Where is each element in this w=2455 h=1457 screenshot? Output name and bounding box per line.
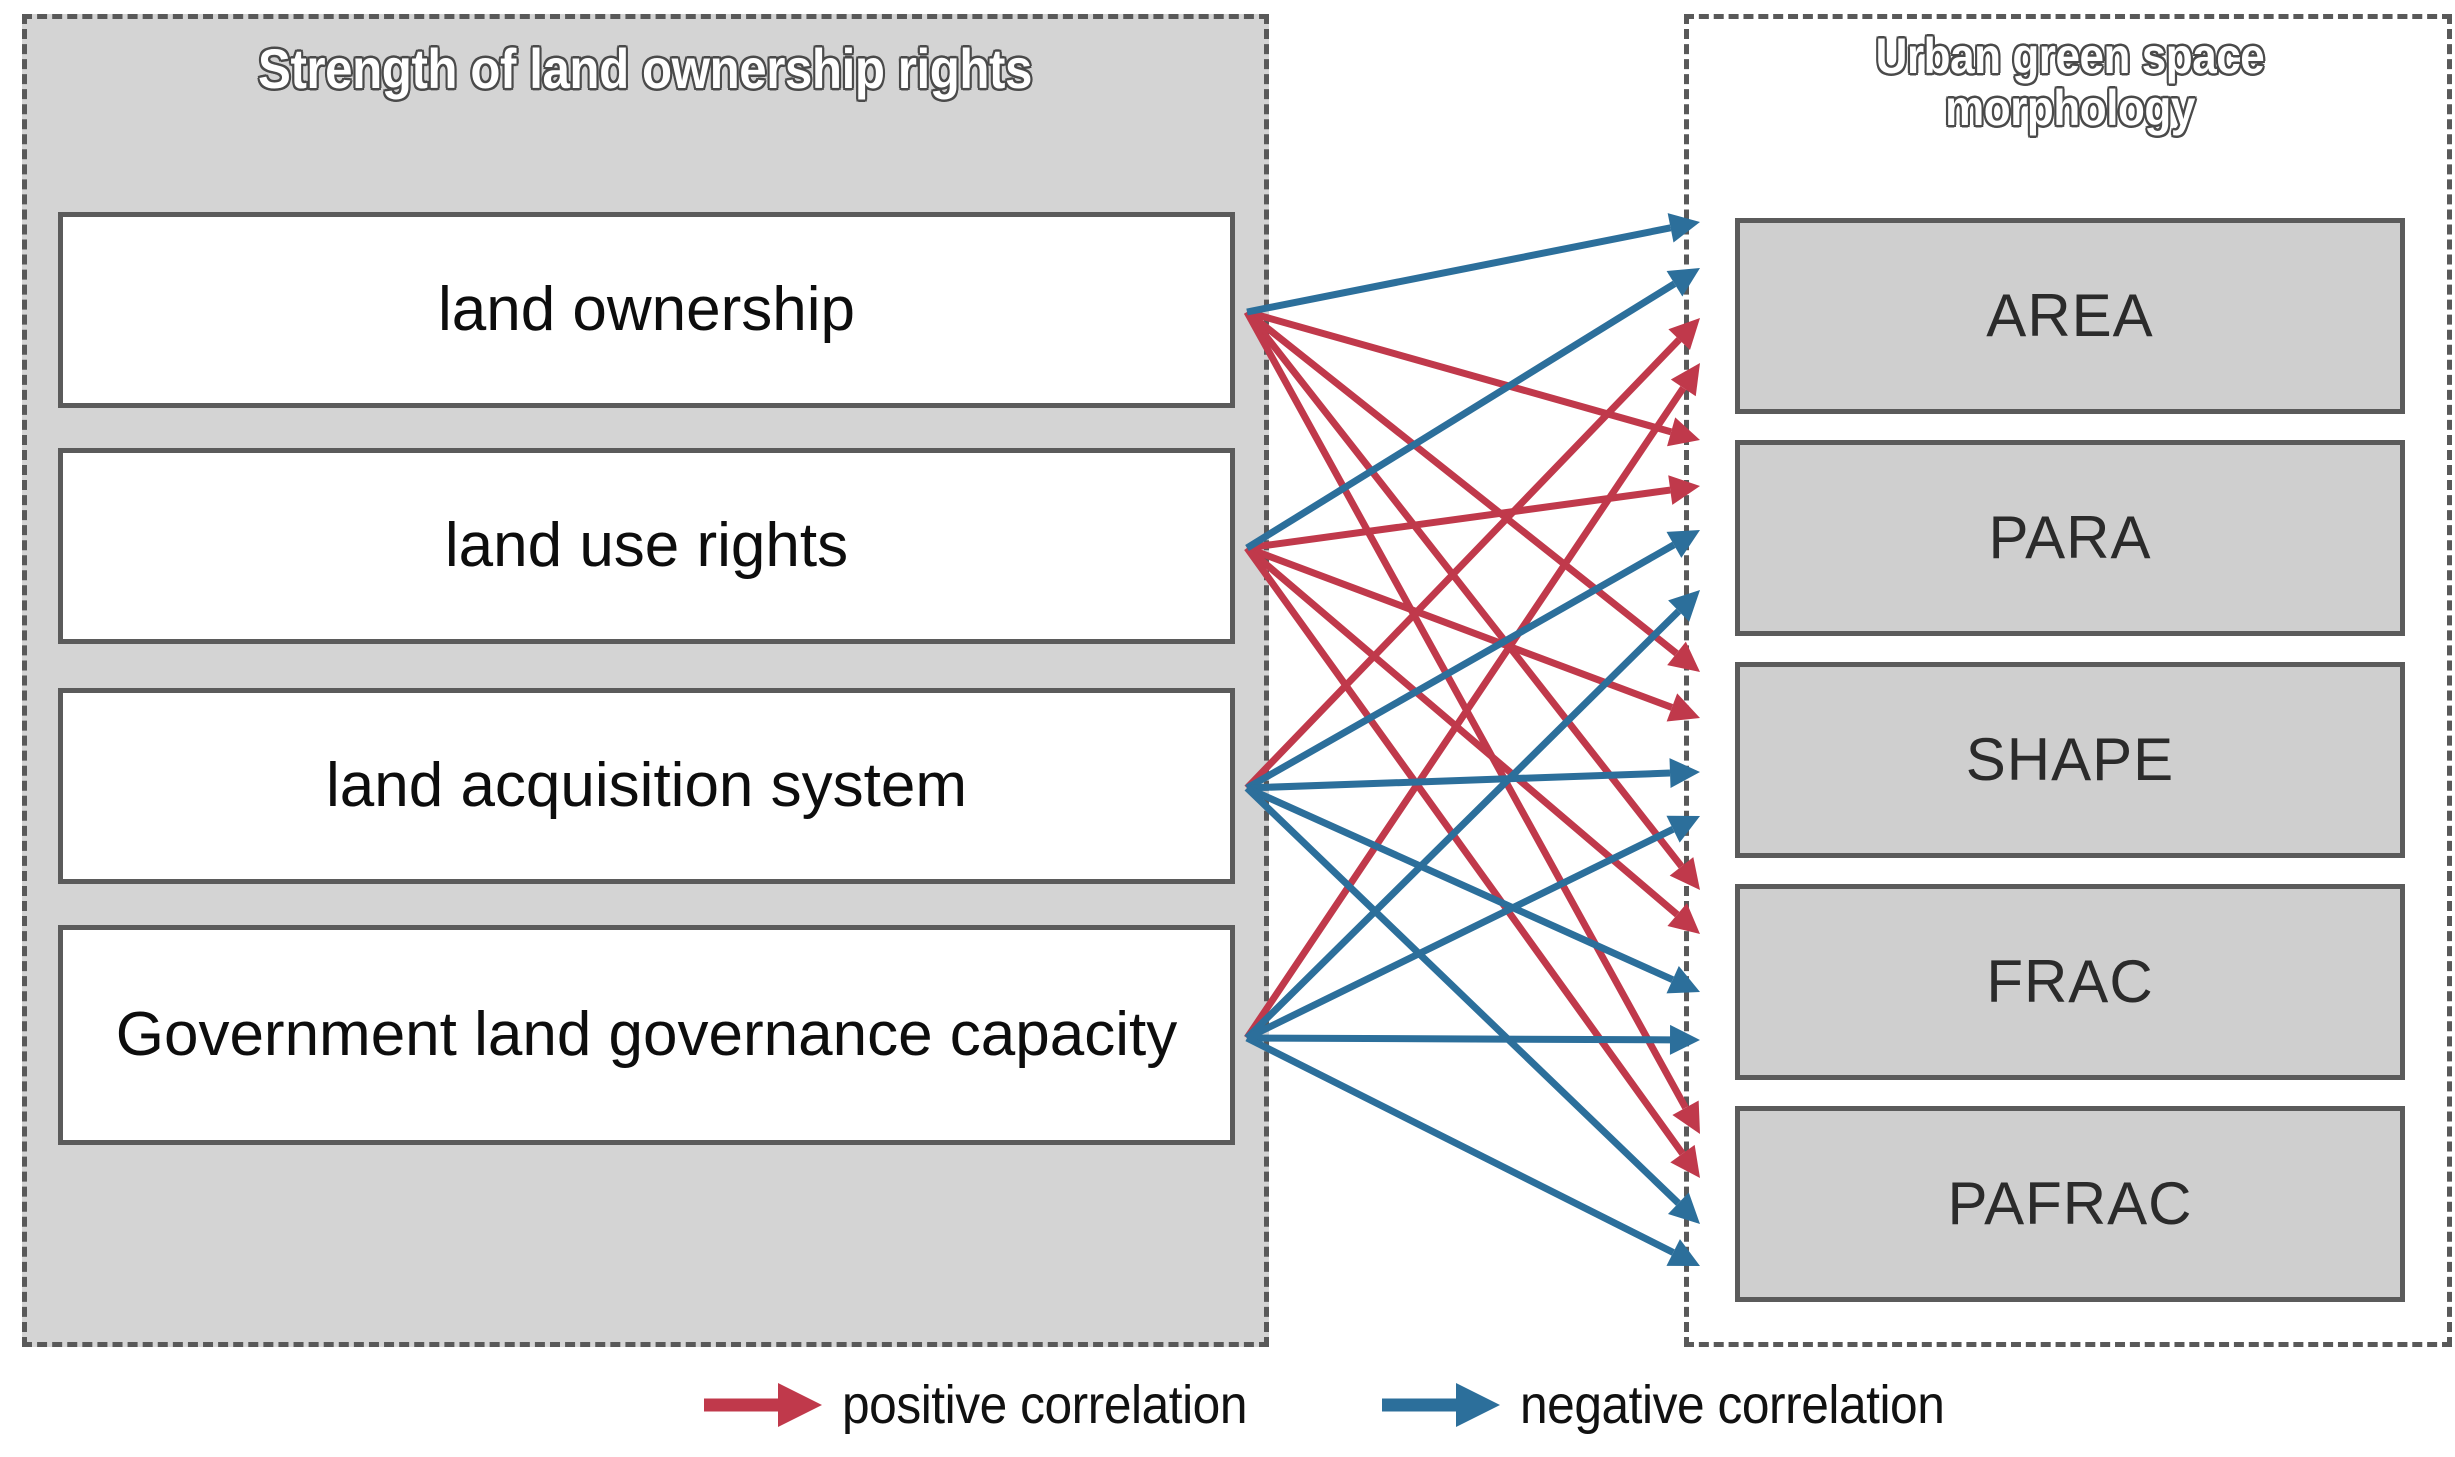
right-arrow-icon — [1382, 1383, 1501, 1427]
edge-positive — [1244, 545, 1686, 1156]
node-frac[interactable]: FRAC — [1735, 884, 2405, 1080]
edge-negative — [1245, 541, 1676, 792]
edge-negative — [1245, 826, 1675, 1042]
edge-negative — [1245, 1034, 1675, 1256]
node-land-acquisition-system[interactable]: land acquisition system — [58, 688, 1235, 884]
node-shape[interactable]: SHAPE — [1735, 662, 2405, 858]
legend-item-positive: positive correlation — [700, 1374, 1282, 1436]
edge-positive — [1246, 486, 1671, 552]
right-group-title-line2: morphology — [1945, 80, 2195, 136]
node-pafrac-label: PAFRAC — [1947, 1170, 2193, 1237]
node-pafrac[interactable]: PAFRAC — [1735, 1106, 2405, 1302]
right-arrow-icon — [704, 1383, 822, 1427]
node-land-ownership-label: land ownership — [437, 274, 856, 344]
node-frac-label: FRAC — [1986, 948, 2154, 1015]
right-group-title: Urban green space morphology — [1744, 30, 2395, 134]
edge-positive — [1245, 544, 1674, 711]
node-land-use-rights-label: land use rights — [444, 510, 849, 580]
edge-negative — [1245, 784, 1675, 983]
edge-positive — [1244, 309, 1685, 869]
edge-positive — [1244, 385, 1687, 1040]
node-area[interactable]: AREA — [1735, 218, 2405, 414]
legend: positive correlation negative correlatio… — [700, 1362, 2400, 1448]
node-para-label: PARA — [1988, 504, 2152, 571]
node-land-acquisition-system-label: land acquisition system — [326, 750, 967, 820]
legend-item-negative: negative correlation — [1378, 1374, 1981, 1436]
node-government-land-governance-capacity-label: Government land governance capacity — [115, 999, 1178, 1069]
edge-negative — [1244, 785, 1681, 1206]
edge-negative — [1246, 224, 1672, 316]
left-group-title: Strength of land ownership rights — [258, 37, 1032, 100]
right-group-title-line1: Urban green space — [1875, 28, 2265, 84]
edge-negative — [1244, 608, 1682, 1041]
edge-positive — [1246, 308, 1673, 436]
edge-negative — [1246, 769, 1671, 792]
edge-negative — [1245, 280, 1677, 551]
node-land-ownership[interactable]: land ownership — [58, 212, 1235, 408]
edge-positive — [1243, 310, 1689, 1110]
node-government-land-governance-capacity[interactable]: Government land governance capacity — [58, 925, 1235, 1145]
node-land-use-rights[interactable]: land use rights — [58, 448, 1235, 644]
node-para[interactable]: PARA — [1735, 440, 2405, 636]
node-area-label: AREA — [1986, 282, 2154, 349]
edge-positive — [1244, 337, 1682, 791]
legend-label-positive: positive correlation — [842, 1375, 1248, 1435]
edge-positive — [1244, 309, 1679, 657]
edge-negative — [1246, 1034, 1671, 1044]
edge-positive — [1244, 545, 1680, 918]
legend-label-negative: negative correlation — [1520, 1375, 1945, 1435]
node-shape-label: SHAPE — [1965, 726, 2175, 793]
